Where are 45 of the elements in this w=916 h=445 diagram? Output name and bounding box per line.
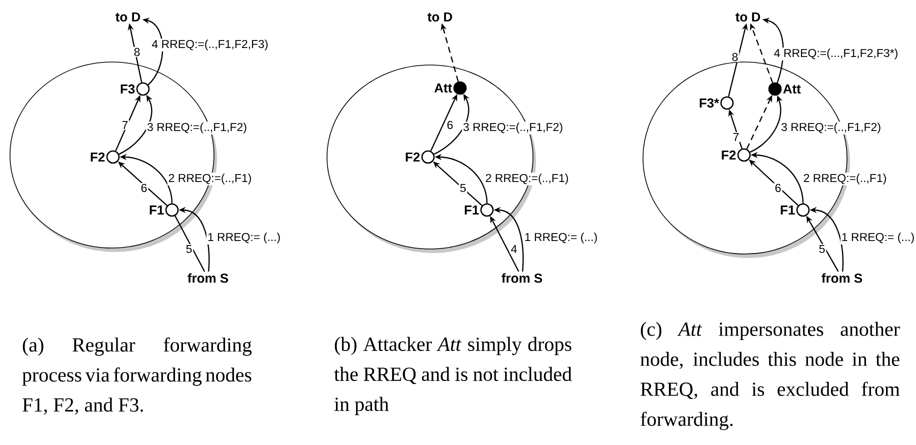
edge-label: 2 RREQ:=(..,F1) [167,172,253,186]
caption: (c) Att impersonates another node, includes this node in the RREQ, and is excluded from forwarding. [640,322,900,430]
edge-label: 8 [730,52,740,62]
edge-label: 8 [132,46,142,58]
edge-label: 5 [184,244,194,254]
endpoint-label: to D [428,12,452,22]
edge-label: 3 RREQ:=(..,F1,F2) [462,122,564,134]
endpoint-label: to D [116,12,140,22]
edge-label: 1 RREQ:= (...) [840,232,916,244]
node-label: F1 [150,206,164,214]
network-node: F2 [90,150,120,164]
network-node: F1 [780,203,810,217]
node-label: F3* [700,98,720,108]
node-label: F3 [120,84,135,94]
network-node: F2 [406,150,435,164]
edge-label: 2 RREQ:=(..,F1) [484,172,570,186]
network-node: F1 [464,203,494,217]
edge-label: 4 RREQ:=(...,F1,F2,F3*) [772,48,900,60]
endpoint-label: from S [502,273,542,283]
caption: (b) Attacker Att simply drops the RREQ and is not included in path [334,336,572,416]
network-node: Att [768,82,801,96]
edge-label: 1 RREQ:= (...) [523,232,599,244]
edge-label: 3 RREQ:=(..,F1,F2) [780,122,882,134]
node-label: Att [434,83,452,93]
node-label: F1 [464,206,479,214]
caption: (a) Regular forwarding process via forwarding nodes F1, F2, and F3. [22,337,252,415]
endpoint-label: from S [188,273,228,283]
network-node: F3 [120,82,150,96]
node-label: F2 [406,152,420,162]
edge-label: 3 RREQ:=(..,F1,F2) [146,122,248,134]
edge-label: 1 RREQ:= (...) [206,232,282,244]
network-node: Att [434,81,467,95]
node-label: Att [783,84,801,94]
network-node: F2 [722,148,751,162]
endpoint-label: from S [822,273,862,283]
edge-label: 2 RREQ:=(..,F1) [802,172,888,186]
edge-label: 5 [818,244,826,254]
edge-label: 4 [510,244,518,254]
network-node: F3* [700,96,734,110]
endpoint-label: to D [736,12,760,22]
edge-label: 4 RREQ:=(..,F1,F2,F3) [150,38,270,52]
node-label: F2 [90,152,105,162]
node-label: F1 [780,206,795,214]
network-node: F1 [150,203,179,217]
node-label: F2 [722,150,736,160]
